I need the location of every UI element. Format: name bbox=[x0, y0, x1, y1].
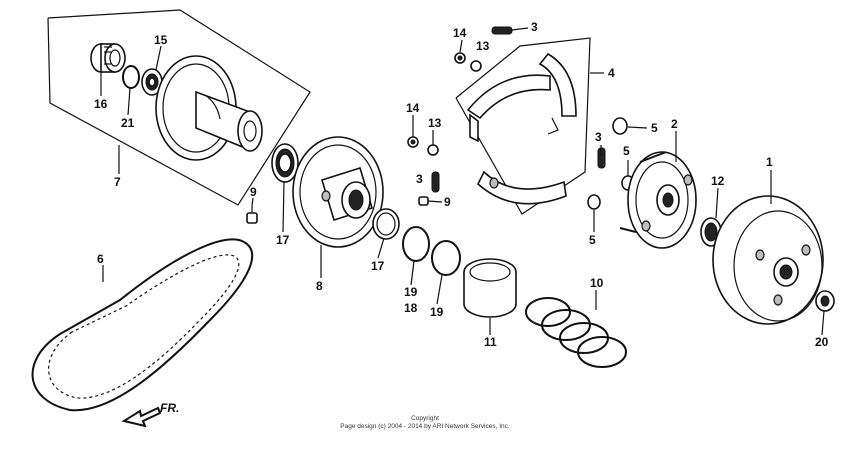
callout-18: 18 bbox=[404, 301, 418, 315]
callout-2: 2 bbox=[671, 117, 678, 131]
callout-15: 15 bbox=[154, 33, 168, 47]
callout-16: 16 bbox=[94, 97, 108, 111]
clutch-nut bbox=[815, 290, 835, 312]
callout-14-mid: 14 bbox=[406, 101, 420, 115]
shoe-spring-top bbox=[491, 26, 513, 35]
washer-14-mid bbox=[407, 136, 419, 148]
callout-numbers: 1 2 3 3 3 4 5 5 5 6 7 8 9 9 10 11 12 13 … bbox=[94, 20, 829, 349]
copyright-line-2: Page design (c) 2004 - 2014 by ARI Netwo… bbox=[340, 423, 510, 430]
washer-13-mid bbox=[427, 144, 439, 156]
washer-14-top bbox=[454, 52, 466, 64]
movable-driven-face bbox=[292, 136, 384, 248]
drive-belt bbox=[31, 238, 254, 412]
callout-21: 21 bbox=[121, 116, 135, 130]
collar bbox=[463, 258, 517, 318]
callout-14-top: 14 bbox=[453, 26, 467, 40]
callout-19-left: 19 bbox=[404, 285, 418, 299]
bolt-mid bbox=[418, 196, 429, 206]
callout-19-right: 19 bbox=[430, 305, 444, 319]
damper-low bbox=[587, 194, 601, 210]
callout-5-low: 5 bbox=[589, 233, 596, 247]
callout-11: 11 bbox=[484, 335, 497, 349]
callout-10: 10 bbox=[590, 276, 604, 290]
callout-9-mid: 9 bbox=[444, 195, 451, 209]
callout-9-left: 9 bbox=[250, 185, 257, 199]
callout-3-top: 3 bbox=[531, 20, 538, 34]
clutch-shoe-upper bbox=[466, 74, 551, 143]
callout-17-right: 17 bbox=[371, 259, 385, 273]
callout-6: 6 bbox=[97, 252, 104, 266]
driven-pulley-group-outline bbox=[47, 9, 311, 206]
front-direction-label: FR. bbox=[160, 401, 179, 415]
callout-4: 4 bbox=[608, 66, 615, 80]
washer-13-top bbox=[470, 60, 482, 72]
damper-top bbox=[612, 117, 628, 135]
callout-3-right: 3 bbox=[595, 130, 602, 144]
callout-8: 8 bbox=[316, 279, 323, 293]
callout-12: 12 bbox=[711, 174, 725, 188]
driven-spring bbox=[525, 297, 627, 368]
callout-5-top: 5 bbox=[651, 121, 658, 135]
callout-20: 20 bbox=[815, 335, 829, 349]
callout-5-mid: 5 bbox=[623, 144, 630, 158]
bolt-left bbox=[246, 206, 258, 224]
callout-7: 7 bbox=[114, 175, 121, 189]
needle-bearing bbox=[90, 43, 126, 73]
leader-lines bbox=[100, 27, 825, 336]
callout-1: 1 bbox=[766, 155, 773, 169]
oil-seal bbox=[271, 143, 299, 183]
drive-plate bbox=[619, 151, 697, 249]
seal-ring-2 bbox=[431, 240, 461, 276]
shoe-spring-middle bbox=[431, 171, 440, 193]
driven-face bbox=[155, 55, 263, 161]
callout-13-mid: 13 bbox=[428, 116, 442, 130]
callout-13-top: 13 bbox=[476, 39, 490, 53]
circlip bbox=[122, 65, 140, 89]
clutch-shoe-right bbox=[538, 52, 577, 135]
clutch-outer bbox=[712, 195, 824, 325]
copyright-line-1: Copyright bbox=[411, 415, 439, 422]
seal-ring-1 bbox=[402, 226, 430, 262]
front-direction-arrow: FR. bbox=[121, 401, 179, 428]
clutch-shoe-lower bbox=[477, 170, 567, 205]
callout-3-mid: 3 bbox=[416, 172, 423, 186]
o-ring bbox=[372, 208, 400, 240]
callout-17-left: 17 bbox=[276, 233, 290, 247]
